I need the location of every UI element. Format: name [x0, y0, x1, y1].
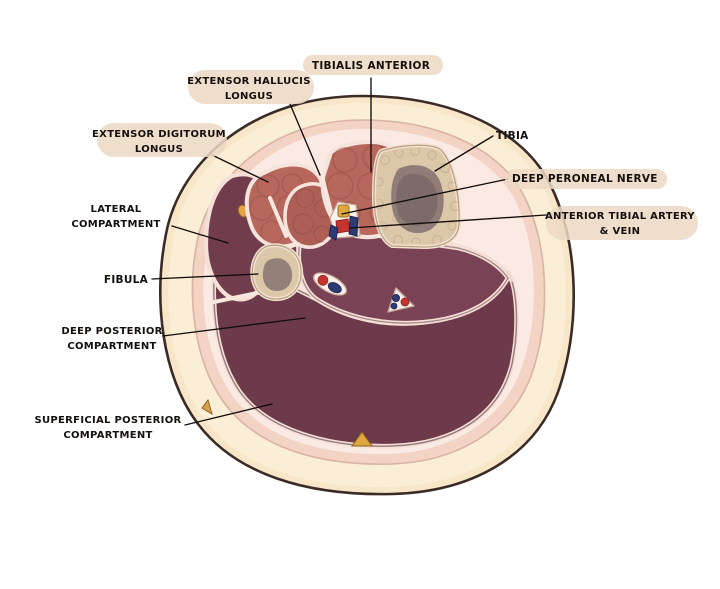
label-text-lateral-compartment: LATERAL COMPARTMENT: [71, 204, 160, 230]
leader-superficial-posterior-compartment: [184, 403, 273, 426]
label-highlight-deep-peroneal-nerve: [505, 169, 667, 189]
label-superficial-posterior-compartment: SUPERFICIAL POSTERIOR COMPARTMENT: [35, 415, 182, 441]
deep-peroneal-nerve-section: [337, 204, 350, 218]
anterior-tibial-artery-section: [335, 218, 351, 234]
label-tibia: TIBIA: [496, 130, 529, 142]
label-text-tibialis-anterior: TIBIALIS ANTERIOR: [312, 60, 430, 72]
label-lateral-compartment: LATERAL COMPARTMENT: [71, 204, 160, 230]
label-line: TIBIA: [496, 130, 529, 142]
sural-nerve-lower: [351, 431, 373, 447]
peroneal-vein-section: [391, 293, 400, 302]
leader-deep-posterior-compartment: [162, 317, 306, 337]
label-line: DEEP POSTERIOR: [61, 326, 162, 337]
label-line: COMPARTMENT: [63, 430, 152, 441]
label-deep-peroneal-nerve: DEEP PERONEAL NERVE: [505, 169, 667, 189]
anterior-neurovascular-bundle: [328, 201, 361, 241]
leader-lines: [151, 77, 547, 426]
label-line: SUPERFICIAL POSTERIOR: [35, 415, 182, 426]
fibula-bone: [250, 243, 304, 301]
peroneal-artery-section: [400, 297, 410, 307]
label-line: LONGUS: [225, 91, 273, 102]
label-text-deep-peroneal-nerve: DEEP PERONEAL NERVE: [512, 173, 658, 185]
label-line: DEEP PERONEAL NERVE: [512, 173, 658, 185]
label-fibula: FIBULA: [104, 274, 149, 286]
label-highlight-anterior-tibial-artery-vein: [546, 206, 698, 240]
label-line: LATERAL: [91, 204, 142, 215]
saphenous-vessel: [313, 272, 347, 296]
label-highlight-extensor-hallucis-longus: [188, 70, 314, 104]
label-text-superficial-posterior-compartment: SUPERFICIAL POSTERIOR COMPARTMENT: [35, 415, 182, 441]
leader-extensor-digitorum-longus: [211, 154, 269, 183]
fibula-marrow-cavity: [262, 258, 293, 291]
label-line: & VEIN: [600, 226, 641, 237]
label-line: EXTENSOR DIGITORUM: [92, 129, 226, 140]
label-line: LONGUS: [135, 144, 183, 155]
label-highlight-extensor-digitorum-longus: [97, 123, 227, 157]
anterior-tibial-vein-section-1: [348, 215, 359, 237]
label-text-fibula: FIBULA: [104, 274, 149, 286]
label-line: EXTENSOR HALLUCIS: [187, 76, 310, 87]
leader-lateral-compartment: [171, 225, 229, 244]
label-tibialis-anterior: TIBIALIS ANTERIOR: [303, 55, 443, 75]
leader-tibia: [434, 135, 494, 172]
tibia-bone: [372, 143, 462, 249]
label-deep-posterior-compartment: DEEP POSTERIOR COMPARTMENT: [61, 326, 162, 352]
label-line: COMPARTMENT: [71, 219, 160, 230]
label-text-extensor-digitorum-longus: EXTENSOR DIGITORUM LONGUS: [92, 129, 226, 155]
label-text-anterior-tibial-artery-vein: ANTERIOR TIBIAL ARTERY & VEIN: [545, 211, 695, 237]
label-extensor-hallucis-longus: EXTENSOR HALLUCIS LONGUS: [187, 70, 314, 104]
label-text-deep-posterior-compartment: DEEP POSTERIOR COMPARTMENT: [61, 326, 162, 352]
sural-nerve: [201, 398, 213, 416]
label-line: ANTERIOR TIBIAL ARTERY: [545, 211, 695, 222]
label-anterior-tibial-artery-vein: ANTERIOR TIBIAL ARTERY & VEIN: [545, 206, 698, 240]
leader-extensor-hallucis-longus: [289, 103, 321, 176]
leader-deep-peroneal-nerve: [341, 178, 509, 215]
label-text-extensor-hallucis-longus: EXTENSOR HALLUCIS LONGUS: [187, 76, 310, 102]
peroneal-vein-section-2: [390, 302, 398, 310]
label-highlight-tibialis-anterior: [303, 55, 443, 75]
label-extensor-digitorum-longus: EXTENSOR DIGITORUM LONGUS: [92, 123, 227, 157]
label-line: COMPARTMENT: [67, 341, 156, 352]
posterior-tibial-bundle: [387, 287, 415, 313]
leader-anterior-tibial-artery-vein: [349, 214, 547, 229]
label-text-tibia: TIBIA: [496, 130, 529, 142]
anterior-tibial-vein-section-2: [328, 224, 339, 241]
leader-fibula: [151, 273, 259, 280]
label-line: FIBULA: [104, 274, 149, 286]
label-line: TIBIALIS ANTERIOR: [312, 60, 430, 72]
